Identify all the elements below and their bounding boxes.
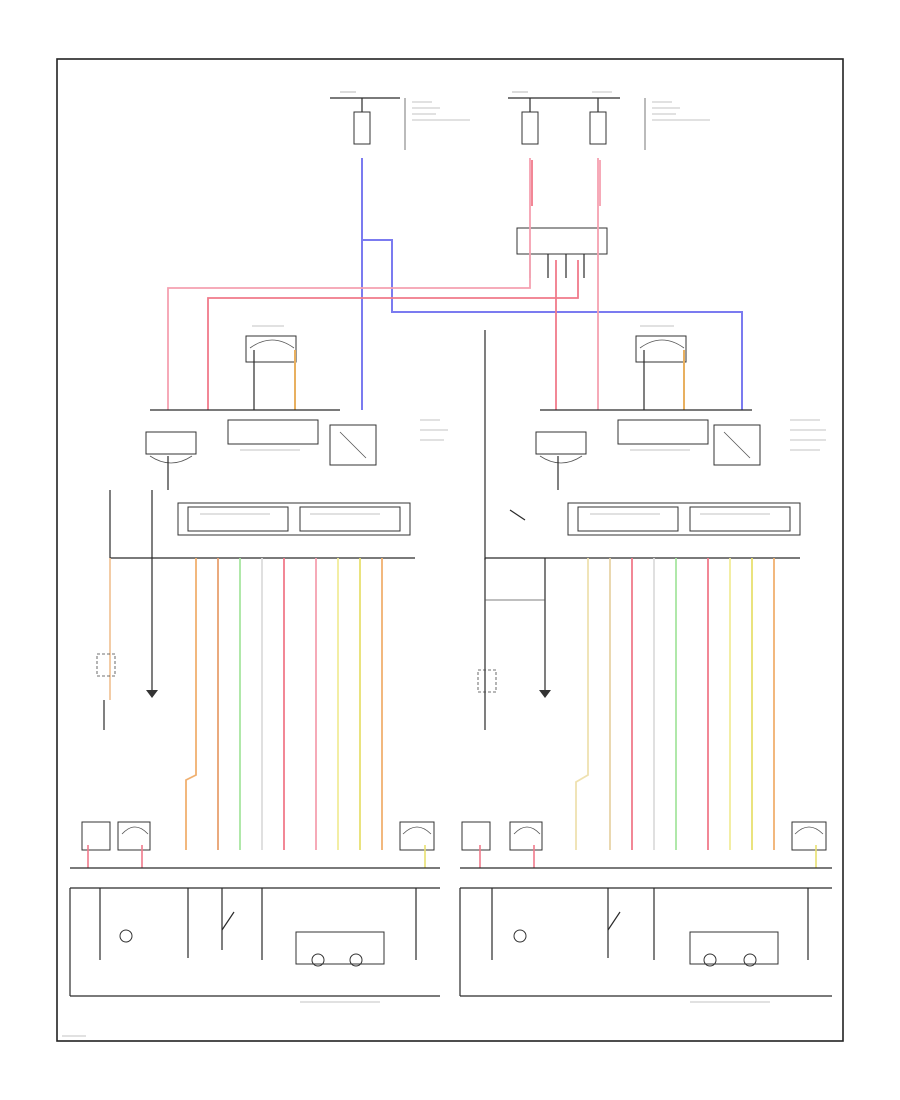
fuse-right-a [521,111,539,145]
red-feed-wire [207,260,579,410]
bulb-icon [513,929,527,943]
motor-icon [295,931,385,967]
ground-icon [539,690,551,698]
motor-icon [689,931,779,967]
right-switch-block [617,419,709,445]
illegible-labels [62,91,826,1037]
right-side-circuit [459,330,832,997]
fuse-left [353,111,371,145]
ground-icon [146,690,158,698]
pink-feed-wire [167,158,531,410]
left-switch-block [227,419,319,445]
bulb-icon [119,929,133,943]
left-side-circuit [69,335,440,997]
left-window-module [177,502,411,536]
diagram-frame [56,58,844,1042]
fuse-right-b [589,111,607,145]
right-window-module [567,502,801,536]
window-relay [516,227,608,255]
right-door-switch [713,424,761,466]
left-door-switch [329,424,377,466]
